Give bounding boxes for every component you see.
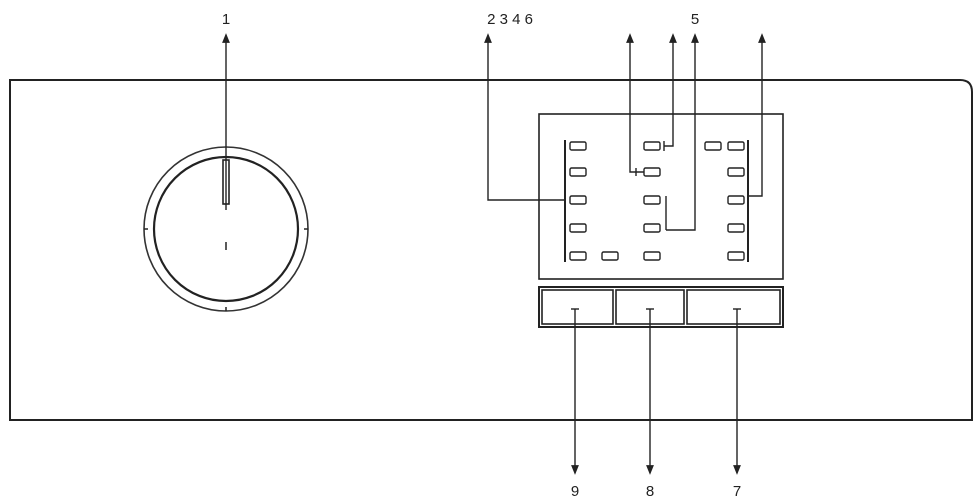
callout-middle-b-line — [664, 33, 677, 147]
indicator-led-bottom-extra-1 — [601, 251, 619, 261]
callout-label-1: 1 — [222, 11, 230, 28]
indicator-led-left-1 — [569, 141, 587, 151]
callout-middle-a-line — [626, 33, 644, 173]
indicator-led-right-4 — [727, 223, 745, 233]
callout-2346-line — [484, 33, 565, 201]
button-strip — [538, 286, 784, 328]
callout-label-7: 7 — [733, 483, 741, 500]
indicator-led-left-2 — [569, 167, 587, 177]
indicator-led-left-4 — [569, 223, 587, 233]
left-button[interactable] — [541, 289, 614, 325]
indicator-led-top-extra-1 — [704, 141, 722, 151]
callout-label-9: 9 — [571, 483, 579, 500]
indicator-led-left-3 — [569, 195, 587, 205]
indicator-led-right-3 — [727, 195, 745, 205]
indicator-led-middle-4 — [643, 223, 661, 233]
indicator-led-right-1 — [727, 141, 745, 151]
panel-body — [9, 79, 973, 421]
indicator-led-middle-1 — [643, 141, 661, 151]
callout-label-5: 5 — [691, 11, 699, 28]
callout-label-2346: 2 3 4 6 — [487, 11, 533, 28]
right-button[interactable] — [686, 289, 781, 325]
indicator-led-middle-5 — [643, 251, 661, 261]
indicator-led-group — [569, 141, 745, 261]
indicator-led-middle-2 — [643, 167, 661, 177]
indicator-led-middle-3 — [643, 195, 661, 205]
callout-5-line — [666, 33, 699, 231]
callout-label-8: 8 — [646, 483, 654, 500]
indicator-led-right-2 — [727, 167, 745, 177]
callout-right-column-line — [748, 33, 766, 197]
indicator-display — [538, 113, 784, 280]
indicator-led-right-5 — [727, 251, 745, 261]
indicator-led-left-5 — [569, 251, 587, 261]
